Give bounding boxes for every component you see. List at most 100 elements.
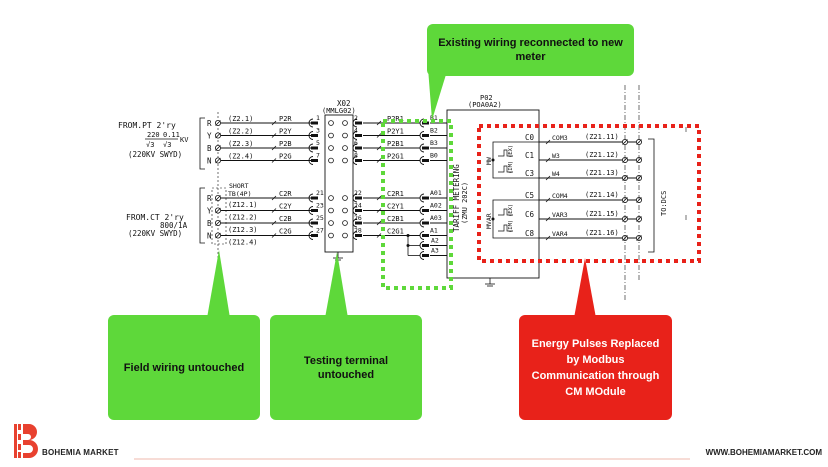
ct-test-left: 25 — [316, 214, 324, 222]
meter-box — [446, 109, 540, 279]
ct-test-right: 24 — [354, 202, 362, 210]
pulse-cable-label: (Z21.11) — [585, 133, 619, 141]
pt-wire-label: (Z2.3) — [228, 140, 253, 148]
ct-phase-label: Y — [207, 207, 212, 216]
pt-meter-wire-label: P2B1 — [387, 140, 404, 148]
ct-core-label: C2G — [279, 228, 292, 236]
pt-test-left: 1 — [316, 114, 320, 122]
ct-core-label: C2R — [279, 190, 292, 198]
test-terminal — [328, 220, 334, 226]
meter-model: (ZMU 202C) — [461, 182, 469, 224]
test-terminal — [328, 145, 334, 151]
pt-meter-wire-label: P2G1 — [387, 153, 404, 161]
meter-name: TARIFF METERING — [452, 164, 461, 232]
pulse-wire-label: COM3 — [552, 134, 568, 142]
pt-test-right: 8 — [354, 152, 358, 160]
ct-meter-wire-label: C2Y1 — [387, 203, 404, 211]
ct-plug — [308, 206, 314, 215]
ct-source-line1: FROM.CT 2'ry — [126, 213, 184, 222]
meter-title: P02 — [480, 94, 493, 102]
ct-phase-label: B — [207, 219, 212, 228]
ct-tb-label: TB(4P) — [228, 190, 251, 198]
pulse-terminal-label: C3 — [525, 169, 534, 178]
ct-test-left: 27 — [316, 227, 324, 235]
pulse-contact-icon — [498, 149, 513, 157]
pt-core-label: P2Y — [279, 128, 292, 136]
pt-plug — [308, 143, 314, 153]
pt-source-line1: FROM.PT 2'ry — [118, 121, 176, 130]
pulse-cable-label: (Z21.14) — [585, 191, 619, 199]
existing-wiring-pointer — [428, 68, 448, 120]
ct-plug — [308, 193, 314, 203]
pulse-contact-icon — [498, 165, 513, 173]
test-terminal — [328, 157, 334, 164]
pt-source-line3: (220KV SWYD) — [128, 150, 182, 159]
ct-test-right: 22 — [354, 189, 362, 197]
ct-wire-label: (Z12.4) — [228, 239, 258, 247]
pt-wire-label: (Z2.1) — [228, 115, 253, 123]
pt-core-label: P2B — [279, 140, 292, 148]
ct-meter-term: A1 — [430, 227, 438, 235]
test-terminal — [328, 207, 334, 214]
pulse-output-highlight — [477, 124, 701, 263]
pt-source-sqrt1: √3 — [146, 141, 154, 149]
pt-plug — [308, 131, 314, 140]
ct-source-line3: (220KV SWYD) — [128, 229, 182, 238]
callout-energy-pulses: Energy Pulses Replaced by Modbus Communi… — [519, 315, 672, 420]
test-terminal — [328, 232, 334, 239]
pt-meter-term: B2 — [430, 127, 438, 135]
website-link[interactable]: WWW.BOHEMIAMARKET.COM — [705, 448, 822, 457]
ct-plug — [308, 231, 314, 240]
ct-test-left: 21 — [316, 189, 324, 197]
test-block-subtitle: (MMLG02) — [322, 107, 356, 115]
ct-meter-plug — [419, 218, 425, 228]
test-terminal — [342, 232, 348, 239]
test-terminal — [342, 145, 348, 151]
pt-source-sqrt2: √3 — [163, 141, 171, 149]
ct-meter-term: A03 — [430, 214, 442, 222]
bohemia-logo-icon — [14, 424, 38, 458]
ct-meter-plug — [419, 193, 425, 203]
testing-terminal-pointer — [325, 252, 348, 318]
existing-wiring-highlight — [381, 119, 453, 290]
pt-meter-plug — [419, 143, 425, 153]
pt-meter-term: B3 — [430, 139, 438, 147]
ct-short-label: SHORT — [229, 182, 249, 190]
contact-label: (IM) — [508, 220, 514, 233]
ct-test-right: 26 — [354, 214, 362, 222]
pulse-wire-label: W3 — [552, 152, 560, 160]
pulse-terminal-label: C1 — [525, 151, 534, 160]
pt-phase-label: R — [207, 119, 212, 128]
pt-test-left: 5 — [316, 139, 320, 147]
pt-plug — [308, 156, 314, 165]
pt-plug — [308, 118, 314, 128]
ct-meter-plug — [419, 206, 425, 215]
test-block-box — [324, 114, 354, 253]
pulse-group-label: MVAR — [485, 213, 493, 229]
ct-core-label: C2B — [279, 215, 292, 223]
pt-source-ratio-num: 220 — [147, 131, 160, 139]
pulse-wire-label: VAR4 — [552, 230, 568, 238]
meter-subtitle: (POA0A2) — [468, 101, 502, 109]
pt-test-right: 2 — [354, 114, 358, 122]
pt-wire-label: (Z2.2) — [228, 128, 253, 136]
ct-meter-wire-label: C2G1 — [387, 228, 404, 236]
pt-wire-label: (Z2.4) — [228, 153, 253, 161]
ct-wire-label: (Z12.1) — [228, 201, 258, 209]
brand-name: BOHEMIA MARKET — [42, 448, 119, 457]
pt-meter-term: B1 — [430, 114, 438, 122]
ct-phase-label: R — [207, 194, 212, 203]
ct-meter-wire-label: C2B1 — [387, 215, 404, 223]
callout-field-wiring: Field wiring untouched — [108, 315, 260, 420]
pulse-terminal-label: C8 — [525, 229, 535, 238]
pt-meter-term: B0 — [430, 152, 438, 160]
contact-label: (EX) — [508, 204, 514, 217]
test-terminal — [342, 195, 348, 201]
pulse-group-label: MW — [485, 157, 493, 165]
pt-meter-plug — [419, 118, 425, 128]
pt-source-unit: KV — [180, 136, 189, 144]
pulse-wire-label: VAR3 — [552, 211, 568, 219]
contact-label: (EX) — [508, 145, 514, 158]
pt-meter-wire-label: P2Y1 — [387, 128, 404, 136]
